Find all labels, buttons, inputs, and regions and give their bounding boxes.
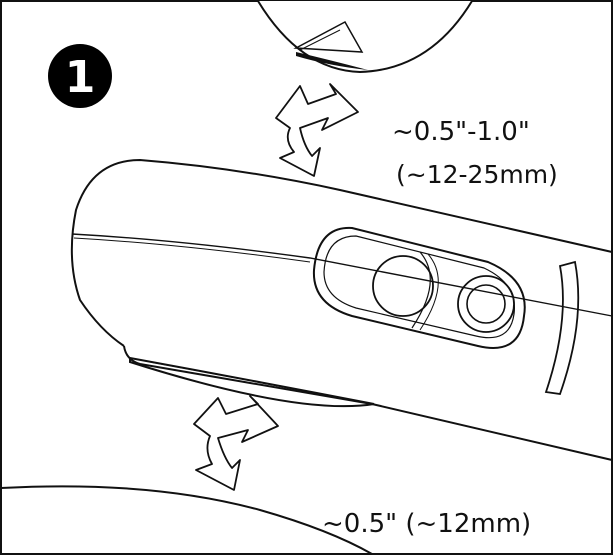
- bottom-gap-label: ~0.5" (~12mm): [322, 509, 531, 539]
- small-lens-inner-icon: [466, 284, 506, 324]
- device-body: [70, 158, 613, 461]
- step-badge: 1: [48, 44, 112, 108]
- bottom-opening: [129, 356, 375, 408]
- top-gap-inches-label: ~0.5"-1.0": [392, 117, 530, 147]
- small-lens-outer-icon: [457, 275, 515, 333]
- sensor-window: [312, 226, 526, 349]
- large-lens-icon: [372, 255, 434, 317]
- top-gap-mm-label: (~12-25mm): [396, 160, 558, 189]
- surface-curve: [0, 485, 373, 555]
- bottom-double-arrow-icon: [193, 395, 279, 491]
- top-detail-inset: [257, 0, 473, 74]
- top-double-arrow-icon: [275, 83, 359, 177]
- side-slot: [544, 260, 580, 395]
- step-number: 1: [65, 52, 96, 103]
